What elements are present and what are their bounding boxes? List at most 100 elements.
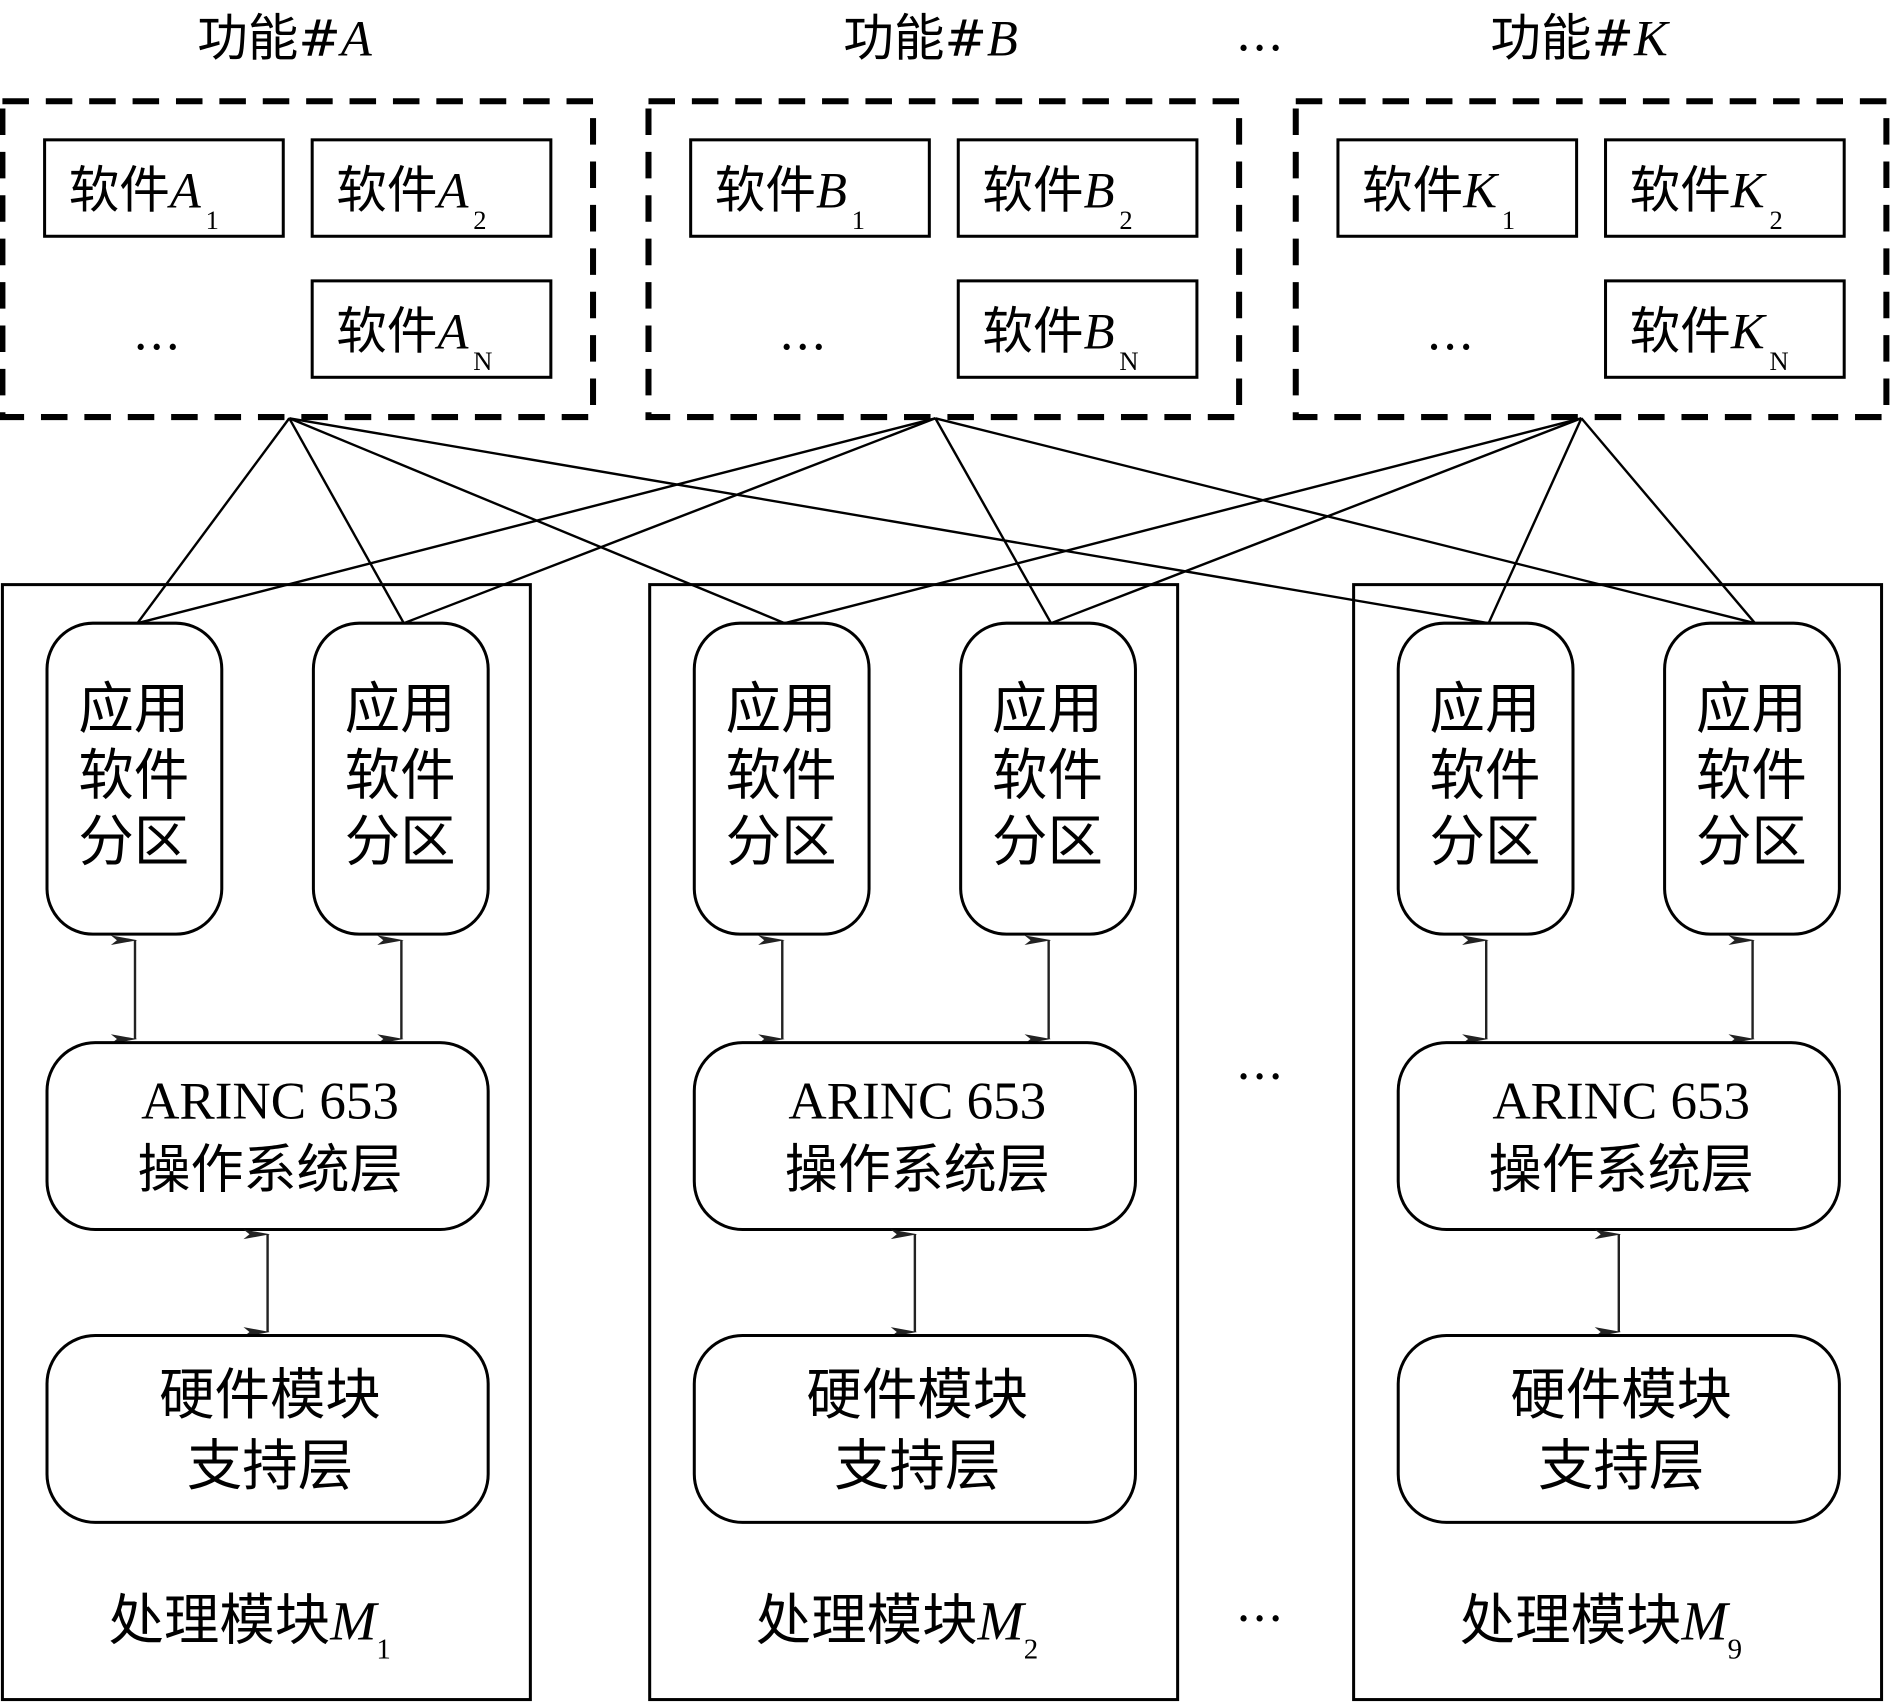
software-ellipsis: … [133,306,181,362]
app-partition-box [959,621,1137,936]
app-partition-label: 应用 [345,678,456,742]
software-box [689,138,931,238]
function-title: 功能#B [843,8,1018,67]
function-title: 功能#K [1490,8,1670,67]
software-box [956,279,1199,379]
connection-b-m9-app2 [935,417,1756,625]
software-label-b2: 软件B2 [982,160,1132,235]
os-layer-label: 操作系统层 [785,1138,1050,1200]
os-layer-label: 操作系统层 [137,1138,402,1200]
function-dashed-border [1292,98,1890,421]
hw-layer-label: 支持层 [1538,1435,1704,1499]
software-label-b1: 软件B1 [715,160,865,235]
function-dashed-border [0,98,597,421]
app-partition-label: 应用 [992,678,1103,742]
software-label-a1: 软件A1 [69,160,219,235]
software-box [1604,279,1846,379]
function-groups: 功能#A 软件A1 软件A2 软件AN … 功能#B 软件B1 软件B2 软件BN … 功能#K 软件… [0,8,1890,421]
connection-a-m1-app1 [136,417,291,624]
connection-b-m1-app1 [137,417,936,625]
connection-k-m2-app1 [784,417,1582,625]
os-layer-title: ARINC 653 [141,1073,399,1131]
hw-layer-label: 硬件模块 [806,1364,1028,1428]
app-partition-label: 软件 [726,744,837,808]
connection-b-m1-app2 [403,417,936,625]
modules-ellipsis-middle: … [1235,1035,1283,1091]
software-label-an: 软件AN [336,301,492,376]
module-name: 处理模块M9 [1460,1589,1742,1665]
hw-layer-label: 硬件模块 [159,1364,381,1428]
software-ellipsis: … [779,306,827,362]
app-partition-box [692,621,871,936]
app-partition-label: 应用 [726,678,837,742]
os-layer-box [1396,1041,1841,1231]
app-partition-label: 软件 [345,744,456,808]
hw-layer-box [1396,1334,1841,1524]
os-layer-title: ARINC 653 [788,1073,1046,1131]
app-partition-label: 软件 [992,744,1103,808]
app-partition-box [311,621,490,936]
connection-b-m2-app2 [934,417,1053,624]
software-box [1604,138,1846,238]
connection-a-m1-app2 [288,417,405,624]
module-border [648,583,1180,1702]
app-partition-label: 分区 [78,811,189,875]
function-group-b: 功能#B 软件B1 软件B2 软件BN … [645,8,1243,421]
function-title: 功能#A [197,8,373,67]
functions-ellipsis: … [1235,7,1283,63]
hw-layer-label: 支持层 [187,1435,353,1499]
software-box [956,138,1199,238]
connection-k-m2-app2 [1050,417,1582,625]
app-partition-box [1663,621,1841,936]
software-box [310,279,553,379]
module-name: 处理模块M1 [108,1589,390,1665]
software-label-bn: 软件BN [982,301,1138,376]
hw-layer-box [45,1334,490,1524]
software-label-kn: 软件KN [1630,301,1789,376]
connection-k-m9-app1 [1487,417,1583,624]
module-name: 处理模块M2 [756,1589,1038,1665]
app-partition-label: 分区 [345,811,456,875]
hw-layer-label: 硬件模块 [1510,1364,1732,1428]
os-layer-label: 操作系统层 [1489,1138,1754,1200]
software-label-k2: 软件K2 [1630,160,1783,235]
function-dashed-border [645,98,1243,421]
app-partition-label: 分区 [992,811,1103,875]
app-partition-label: 分区 [1430,811,1541,875]
hw-layer-label: 支持层 [834,1435,1000,1499]
module-border [0,583,532,1702]
app-partition-label: 应用 [1696,678,1807,742]
app-partition-label: 应用 [78,678,189,742]
app-partition-label: 应用 [1430,678,1541,742]
app-partition-label: 分区 [1696,811,1807,875]
app-partition-box [45,621,224,936]
app-partition-label: 软件 [78,744,189,808]
software-box [43,138,285,238]
software-box [1336,138,1579,238]
hw-layer-box [692,1334,1137,1524]
software-label-a2: 软件A2 [336,160,486,235]
modules-ellipsis-bottom: … [1235,1577,1283,1633]
software-box [310,138,553,238]
ellipses: … … … [1235,7,1283,1634]
function-group-k: 功能#K 软件K1 软件K2 软件KN … [1292,8,1890,421]
os-layer-title: ARINC 653 [1492,1073,1750,1131]
os-layer-box [45,1041,490,1231]
module-border [1352,583,1884,1702]
connection-a-m9-app1 [289,417,1489,625]
os-layer-box [692,1041,1137,1231]
app-partition-box [1396,621,1575,936]
app-partition-label: 软件 [1430,744,1541,808]
app-partition-label: 分区 [726,811,837,875]
software-ellipsis: … [1426,306,1474,362]
app-partition-label: 软件 [1696,744,1807,808]
function-group-a: 功能#A 软件A1 软件A2 软件AN … [0,8,597,421]
connection-lines [136,417,1756,625]
connection-k-m9-app2 [1580,417,1756,624]
software-label-k1: 软件K1 [1362,160,1515,235]
